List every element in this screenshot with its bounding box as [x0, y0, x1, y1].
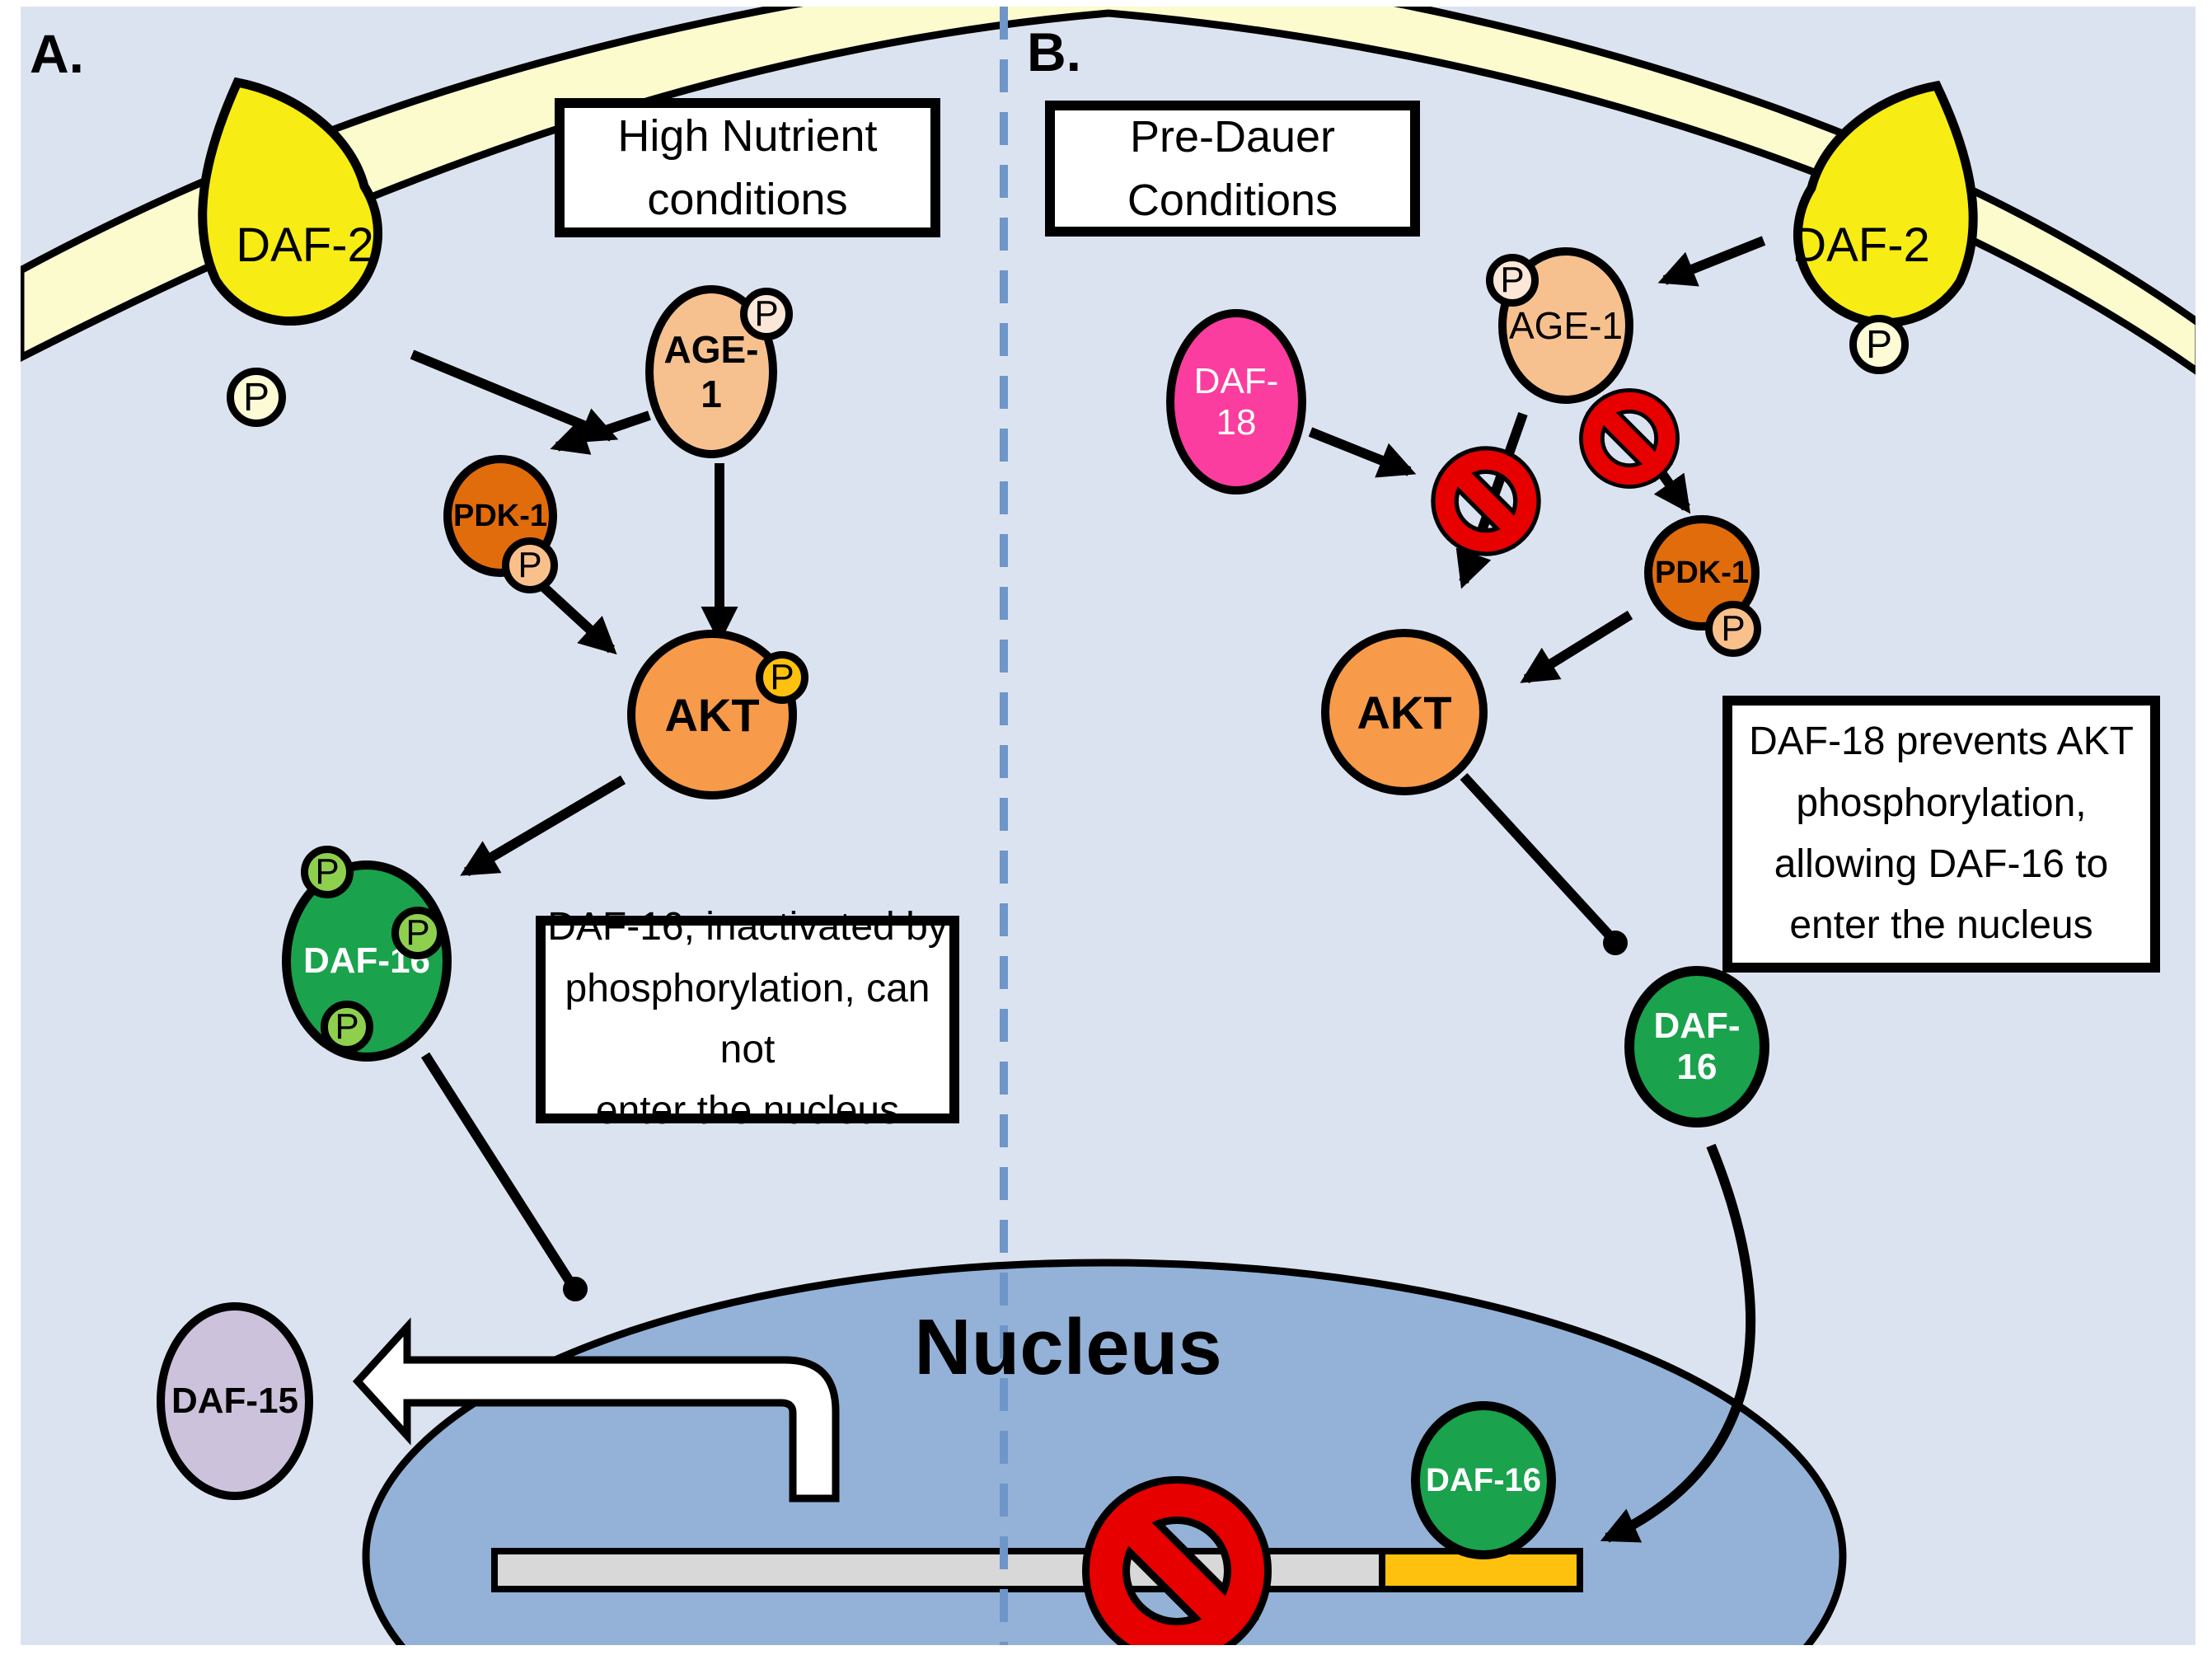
condition-box-b: Pre-Dauer Conditions	[1045, 101, 1420, 237]
arrow-pdk1a-akta	[536, 579, 617, 655]
prohibition-icon	[1082, 1476, 1272, 1655]
nuclear-entry-arrow	[1600, 1143, 1756, 1543]
phosphate-badge: P	[756, 651, 808, 704]
daf18-phosphatase: DAF-18	[1166, 309, 1306, 495]
phosphate-badge: P	[1705, 601, 1761, 657]
daf2-receptor-shape-b	[1793, 80, 1978, 327]
phosphate-badge: P	[321, 1001, 373, 1053]
daf16-nuclear: DAF-16	[1411, 1401, 1556, 1559]
arrow-age1a-pdk1a	[550, 410, 651, 455]
panel-a-label: A.	[30, 23, 84, 84]
caption-box-a: DAF-16, inactivated by phosphorylation, …	[536, 905, 959, 1132]
phosphate-badge: P	[502, 537, 558, 593]
daf16-active: DAF-16	[1624, 966, 1769, 1128]
daf2-receptor-a-label: DAF-2	[236, 218, 374, 272]
phosphate-badge: P	[740, 288, 793, 340]
panel-b-label: B.	[1027, 21, 1081, 82]
phosphate-badge: P	[1849, 315, 1909, 374]
caption-box-b: DAF-18 prevents AKT phosphorylation, all…	[1722, 696, 2160, 973]
arrow-daf2a-age1a	[410, 349, 619, 443]
arrow-daf2b-age1b	[1657, 236, 1766, 287]
arrow-akta-daf16a	[460, 775, 626, 877]
nucleus-label: Nucleus	[914, 1303, 1222, 1391]
prohibition-icon	[1579, 388, 1680, 489]
export-arrow	[352, 1317, 840, 1503]
prohibition-icon	[1431, 446, 1541, 556]
akt-kinase-b: AKT	[1321, 629, 1488, 795]
condition-box-a: High Nutrient conditions	[555, 98, 940, 237]
phosphate-badge: P	[227, 368, 286, 427]
inhibition-dot-b	[1603, 931, 1628, 955]
inhibition-dot-a	[563, 1277, 588, 1301]
akt-kinase-a: AKT	[627, 630, 797, 799]
daf2-receptor-shape-a	[198, 77, 383, 326]
arrow-daf18-block	[1308, 427, 1417, 478]
phosphate-badge: P	[301, 846, 354, 898]
phosphate-badge: P	[1486, 254, 1539, 307]
age1-kinase-a: AGE-1	[645, 285, 777, 458]
daf15-target: DAF-15	[157, 1302, 313, 1500]
inhibition-line-daf16a	[420, 1052, 575, 1286]
phosphate-badge: P	[391, 907, 444, 959]
inhibition-line-aktb	[1460, 772, 1613, 939]
daf2-receptor-b-label: DAF-2	[1792, 218, 1930, 272]
arrow-pdk1b-aktb	[1520, 610, 1633, 684]
